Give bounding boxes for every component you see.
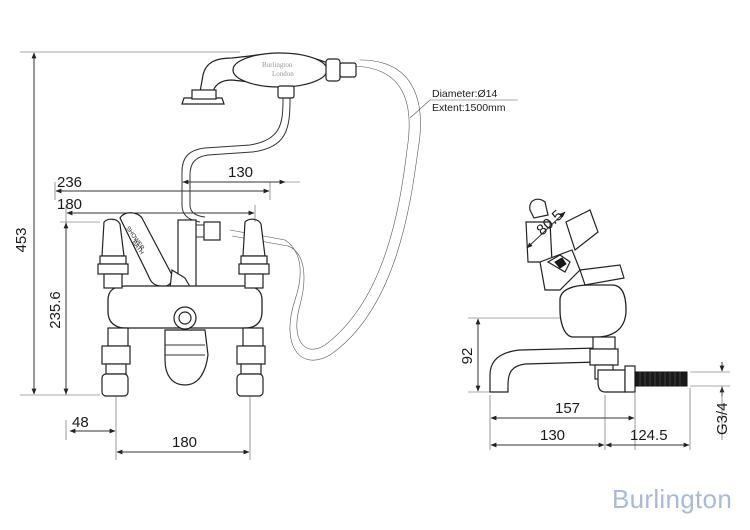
dim-236: 236 xyxy=(57,174,82,191)
brand-logo: Burlington xyxy=(612,484,733,514)
dim-235: 235.6 xyxy=(47,291,64,329)
left-tap xyxy=(97,218,131,397)
dim-48: 48 xyxy=(72,414,89,431)
dim-180-top: 180 xyxy=(57,196,82,213)
cradle-arm xyxy=(181,88,284,223)
side-view: 80.5 92 157 130 124.5 G3/4 xyxy=(459,198,731,450)
dim-157: 157 xyxy=(555,400,580,417)
right-tap xyxy=(236,218,270,397)
front-view: Burlington London SHOWER BATH xyxy=(13,51,518,460)
dim-453: 453 xyxy=(13,227,30,252)
handset-sub: London xyxy=(272,70,294,78)
side-spout xyxy=(489,347,599,393)
dim-g34: G3/4 xyxy=(714,402,731,435)
hose-extent-note: Extent:1500mm xyxy=(432,102,506,114)
shower-hose xyxy=(229,59,421,361)
dim-180-bottom: 180 xyxy=(172,434,197,451)
dim-124: 124.5 xyxy=(630,427,668,444)
shower-handset: Burlington London xyxy=(181,52,357,105)
dim-130-top: 130 xyxy=(228,164,253,181)
handset-logo: Burlington xyxy=(262,61,293,69)
spout xyxy=(164,329,209,386)
dim-130: 130 xyxy=(540,427,565,444)
hose-diameter-note: Diameter:Ø14 xyxy=(432,88,498,100)
dim-92: 92 xyxy=(459,348,476,365)
